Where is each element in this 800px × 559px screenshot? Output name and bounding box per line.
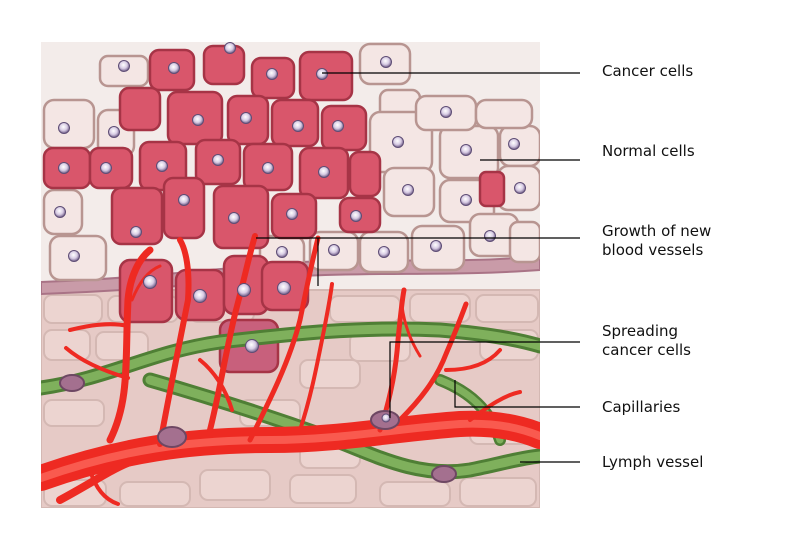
label-capillaries: Capillaries [602, 398, 681, 416]
leader-line-capillaries [454, 380, 580, 408]
spreading-cancer-cells [59, 374, 457, 483]
leader-line-growth-vessels [256, 237, 580, 286]
label-lymph-vessel: Lymph vessel [602, 453, 704, 471]
leader-line-spreading-cells [389, 341, 580, 418]
normal-cells [42, 42, 540, 282]
label-growth-of-new-blood-vessels: Growth of new blood vessels [602, 222, 712, 259]
blood-vessels [41, 233, 540, 506]
label-normal-cells: Normal cells [602, 142, 695, 160]
cell-nuclei [54, 42, 526, 423]
label-cancer-cells: Cancer cells [602, 62, 694, 80]
illustration [41, 42, 540, 508]
leader-lines [256, 72, 580, 463]
label-spreading-cancer-cells: Spreading cancer cells [602, 322, 691, 359]
